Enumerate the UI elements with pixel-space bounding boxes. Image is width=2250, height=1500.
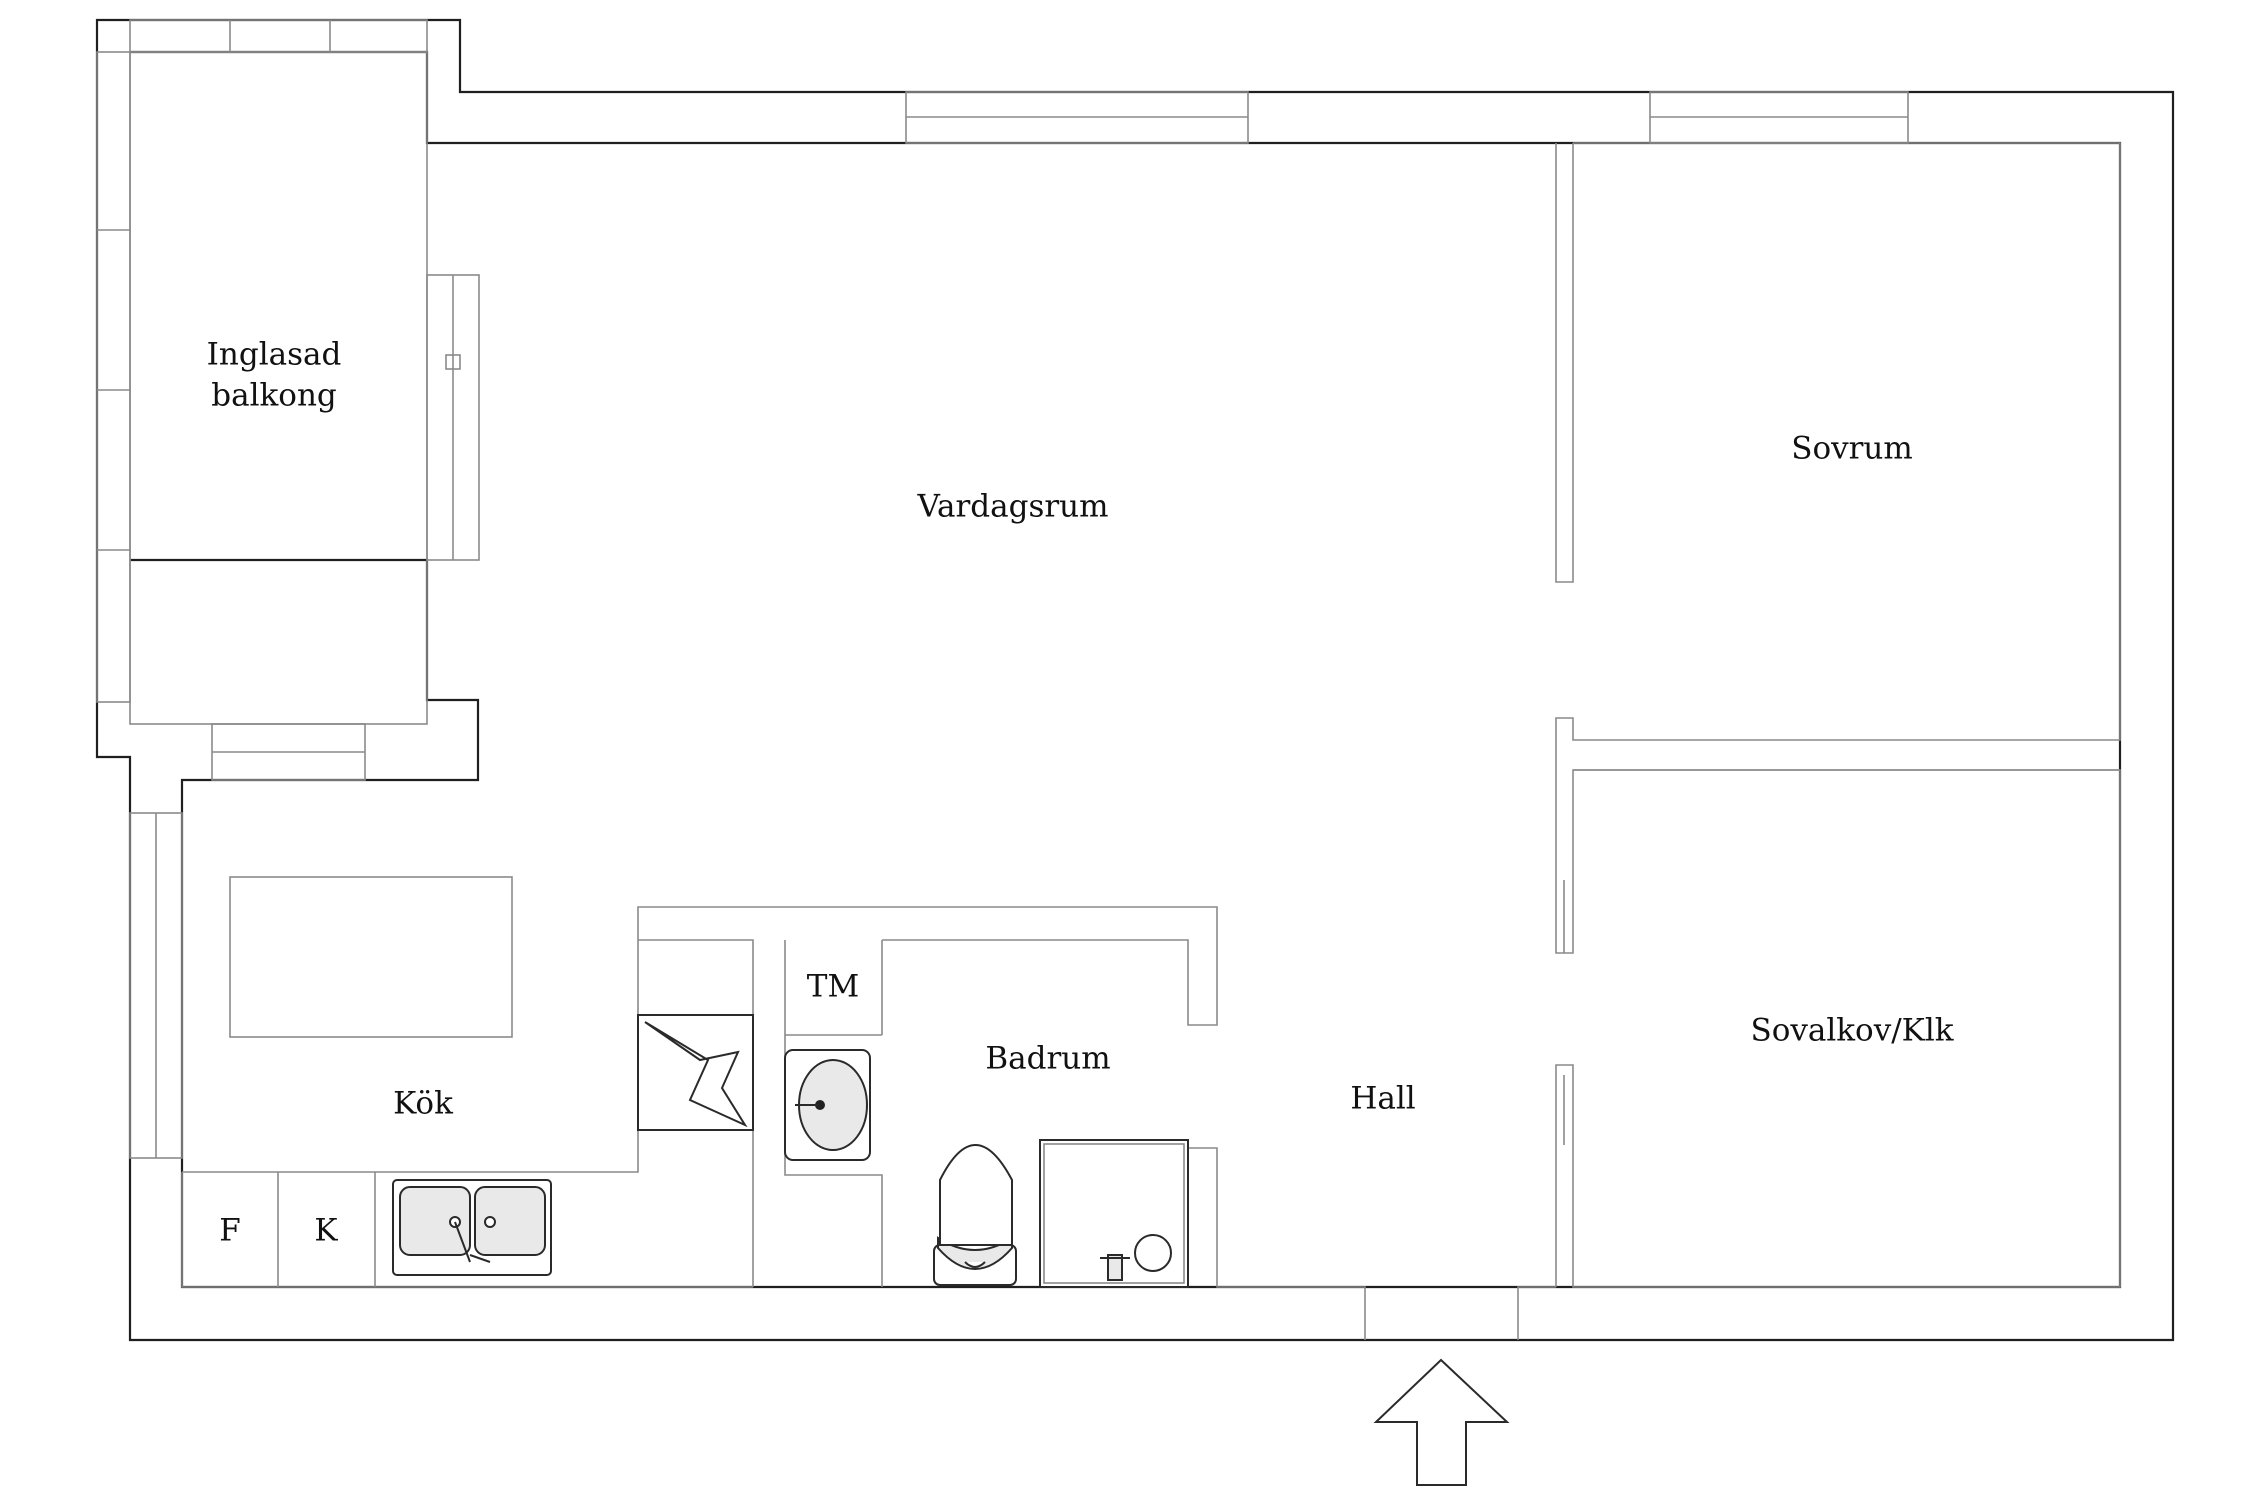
- chimney-icon: [637, 1014, 754, 1131]
- balcony-label-line2: balkong: [211, 378, 337, 414]
- outer-wall-outline: [95, 18, 2175, 1342]
- kitchen-label: Kök: [393, 1086, 453, 1122]
- fridge-label: K: [314, 1213, 338, 1249]
- wall-laundry-divider: [785, 940, 883, 1036]
- balcony-window-left: [96, 51, 131, 703]
- balcony-windows: [96, 19, 480, 781]
- interior-walls: [181, 142, 2121, 1340]
- entrance-arrow-icon: [1373, 1358, 1510, 1486]
- balcony-label-line1: Inglasad: [207, 337, 342, 373]
- wall-living-bedroom: [1555, 143, 1574, 583]
- alcove-label: Sovalkov/Klk: [1750, 1013, 1953, 1049]
- bathroom-label: Badrum: [985, 1041, 1110, 1077]
- wall-bath-hall: [1188, 1147, 1556, 1340]
- freezer-label: F: [219, 1213, 241, 1249]
- hall-label: Hall: [1350, 1081, 1415, 1117]
- laundry-label: TM: [807, 969, 859, 1005]
- wall-bedroom-bottom: [1555, 142, 2121, 954]
- toilet-icon: [933, 1144, 1017, 1286]
- washbasin-icon: [784, 1049, 871, 1161]
- bedroom-label: Sovrum: [1791, 431, 1913, 467]
- living-room-label: Vardagsrum: [916, 489, 1108, 525]
- kitchen-window: [129, 812, 183, 1159]
- room-labels: Inglasad balkong Vardagsrum Sovrum Soval…: [207, 337, 1954, 1249]
- top-windows: [905, 91, 1909, 144]
- kitchen-table: [229, 876, 513, 1038]
- shower-icon: [1039, 1139, 1189, 1288]
- balcony-window-top: [129, 19, 428, 53]
- wall-kitchen-counter: [638, 939, 754, 1287]
- kitchen-sink-icon: [392, 1179, 552, 1276]
- wall-alcove: [1555, 769, 2121, 1288]
- kitchen-counter: [181, 1172, 753, 1288]
